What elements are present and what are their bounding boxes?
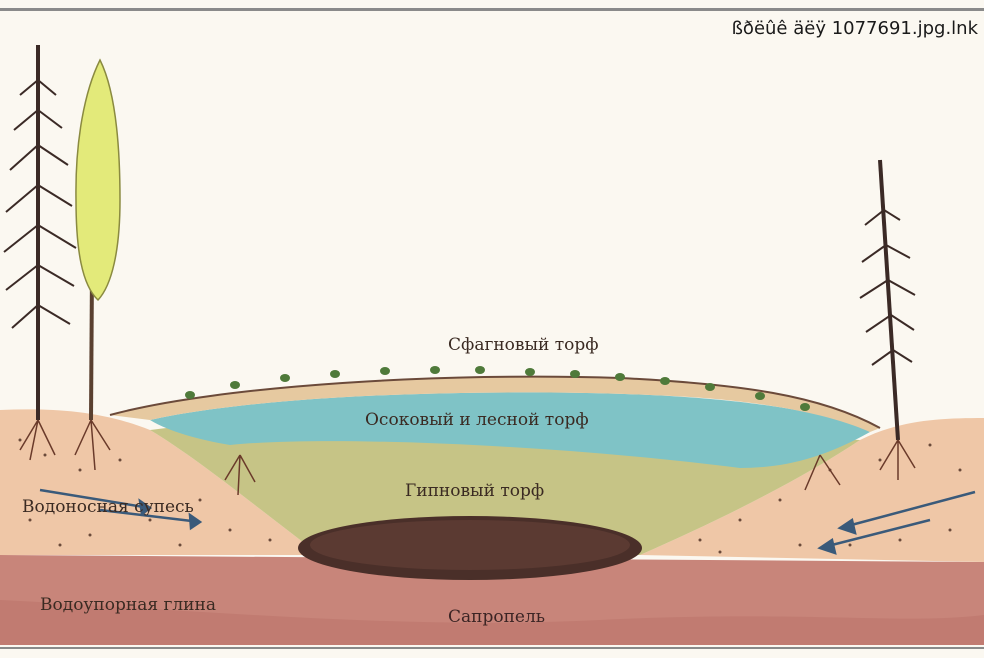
label-aquifer-sandy-loam: Водоносная супесь xyxy=(22,497,194,517)
sapropel-lens-edge xyxy=(310,520,630,570)
label-sedge-forest-peat: Осоковый и лесной торф xyxy=(365,410,589,430)
birch-tree-left xyxy=(76,60,120,420)
label-sphagnum-peat: Сфагновый торф xyxy=(448,335,599,355)
label-sapropel: Сапропель xyxy=(448,607,545,627)
spruce-tree-right xyxy=(860,160,915,440)
label-aquitard-clay: Водоупорная глина xyxy=(40,595,216,615)
label-hypnum-peat: Гипновый торф xyxy=(405,481,544,501)
spruce-tree-left xyxy=(4,45,76,420)
